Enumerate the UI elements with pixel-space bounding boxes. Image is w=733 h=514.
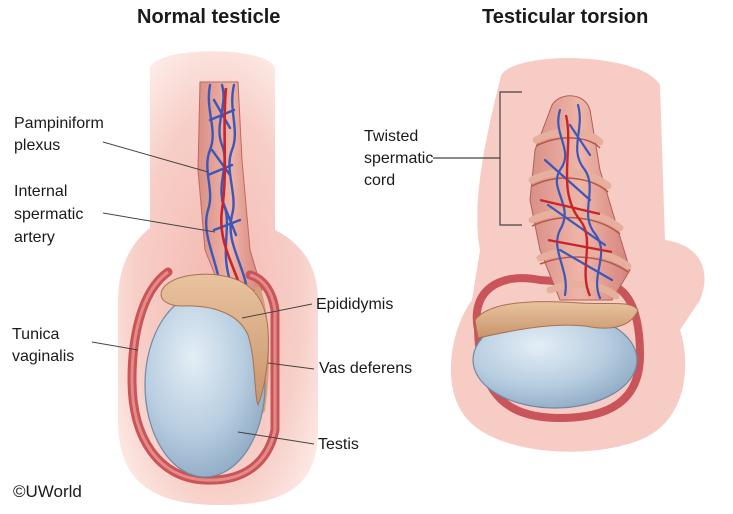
label-plexus: plexus bbox=[14, 137, 61, 154]
label-twisted-spermatic: spermatic bbox=[364, 150, 434, 167]
torsion-twisted-cord bbox=[528, 95, 632, 301]
title-normal-testicle: Normal testicle bbox=[137, 6, 281, 28]
torsion-tunica-vaginalis bbox=[472, 274, 645, 423]
torsion-epididymis bbox=[474, 301, 639, 339]
copyright-notice: ©UWorld bbox=[13, 482, 82, 501]
label-artery: artery bbox=[14, 229, 55, 246]
normal-epididymis bbox=[160, 273, 269, 407]
label-spermatic: spermatic bbox=[14, 206, 84, 223]
label-epididymis: Epididymis bbox=[316, 296, 394, 313]
label-twisted: Twisted bbox=[364, 128, 419, 145]
label-vas-deferens: Vas deferens bbox=[319, 360, 413, 377]
label-pampiniform: Pampiniform bbox=[14, 115, 104, 132]
label-cord: cord bbox=[364, 172, 396, 189]
normal-spermatic-cord bbox=[197, 81, 263, 293]
label-vaginalis: vaginalis bbox=[12, 348, 75, 365]
normal-tunica-vaginalis bbox=[127, 267, 280, 485]
title-testicular-torsion: Testicular torsion bbox=[482, 6, 649, 28]
label-tunica: Tunica bbox=[12, 326, 60, 343]
label-testis: Testis bbox=[318, 436, 359, 453]
label-internal: Internal bbox=[14, 183, 68, 200]
